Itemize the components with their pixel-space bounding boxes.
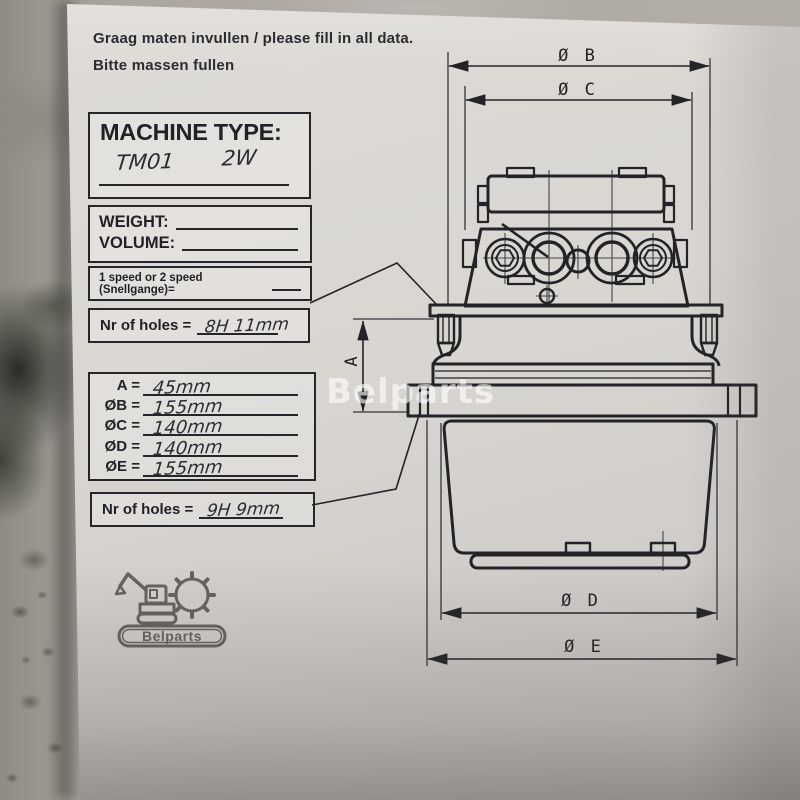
belparts-logo: Belparts [114, 571, 227, 648]
logo-label [117, 624, 227, 648]
weight-fill-line [175, 228, 298, 230]
holes-top-fill-line [197, 333, 278, 335]
flange-bolts [436, 313, 719, 357]
volume-fill-line [182, 249, 298, 251]
drum-housing [442, 419, 716, 555]
weight-row: WEIGHT: [99, 213, 298, 232]
dim-line-a [143, 394, 298, 397]
upper-flange-plate [428, 303, 724, 318]
excavator-icon [114, 572, 178, 625]
cover-tabs [476, 166, 676, 224]
dim-label-e: ØE = [105, 457, 140, 475]
dim-label-dia-c: Ø C [558, 80, 598, 100]
speed-box: 1 speed or 2 speed (Snellgange)= [88, 266, 312, 301]
volume-label: VOLUME: [99, 234, 176, 252]
dim-row-d: ØD = 140mm [96, 436, 304, 460]
dim-line-e [143, 474, 298, 477]
dim-label-d: ØD = [104, 437, 140, 455]
dimension-lines [309, 60, 737, 665]
valve-cover [486, 174, 666, 214]
holes-top-line: 8H 11mm [195, 310, 298, 341]
machine-type-label: MACHINE TYPE: [100, 119, 282, 145]
belparts-watermark: Belparts [326, 372, 496, 412]
motor-outline [406, 166, 758, 570]
dim-label-a: A [342, 353, 362, 366]
extension-lines [353, 52, 738, 666]
dim-label-c: ØC = [104, 417, 140, 435]
weight-label: WEIGHT: [99, 213, 169, 231]
logo-text: Belparts [142, 628, 202, 644]
dim-row-a: A = 45mm [96, 376, 304, 399]
dim-row-b: ØB = 155mm [96, 396, 304, 420]
paper-edge-shadow [56, 0, 74, 800]
dim-label-a: A = [116, 377, 140, 395]
holes-bottom-label: Nr of holes = [102, 501, 194, 518]
volume-row: VOLUME: [99, 234, 298, 253]
block-diagonal-line [501, 222, 549, 259]
instruction-line-2: Bitte massen fullen [93, 57, 235, 74]
hydraulic-ports [484, 231, 674, 285]
sprocket-flange [406, 383, 758, 418]
holes-bottom-box: Nr of holes = 9H 9mm [90, 492, 315, 527]
holes-bottom-line: 9H 9mm [197, 494, 303, 525]
dim-label-b: ØB = [104, 397, 140, 415]
dim-line-c [143, 434, 298, 437]
bottom-cover-plate [469, 553, 691, 570]
weight-volume-box: WEIGHT: VOLUME: [88, 205, 312, 263]
hex-plug-right [643, 249, 663, 267]
speed-label: 1 speed or 2 speed (Snellgange)= [99, 271, 203, 296]
dim-row-c: ØC = 140mm [96, 416, 304, 440]
dim-label-dia-b: Ø B [558, 46, 598, 66]
leader-holes-bottom [311, 411, 421, 506]
dim-row-e: ØE = 155mm [96, 457, 304, 480]
machine-type-fill-line [99, 184, 289, 186]
instruction-line-1: Graag maten invullen / please fill in al… [93, 30, 414, 47]
holes-top-label: Nr of holes = [100, 317, 192, 334]
holes-bottom-fill-line [199, 517, 283, 519]
dimensions-box: A = 45mm ØB = 155mm ØC = 140mm ØD = 140m… [88, 372, 316, 481]
gear-icon [168, 571, 216, 619]
dim-line-b [143, 414, 298, 417]
drain-plug [538, 287, 556, 305]
dim-line-d [143, 454, 298, 457]
hex-plug-left [495, 249, 515, 267]
speed-fill-line [272, 276, 301, 291]
dim-label-dia-e: Ø E [564, 637, 604, 657]
leader-holes-top [309, 262, 438, 306]
holes-top-box: Nr of holes = 8H 11mm [88, 308, 310, 343]
dim-label-dia-d: Ø D [561, 591, 601, 611]
machine-type-box: MACHINE TYPE: TM01 2W [88, 112, 311, 199]
